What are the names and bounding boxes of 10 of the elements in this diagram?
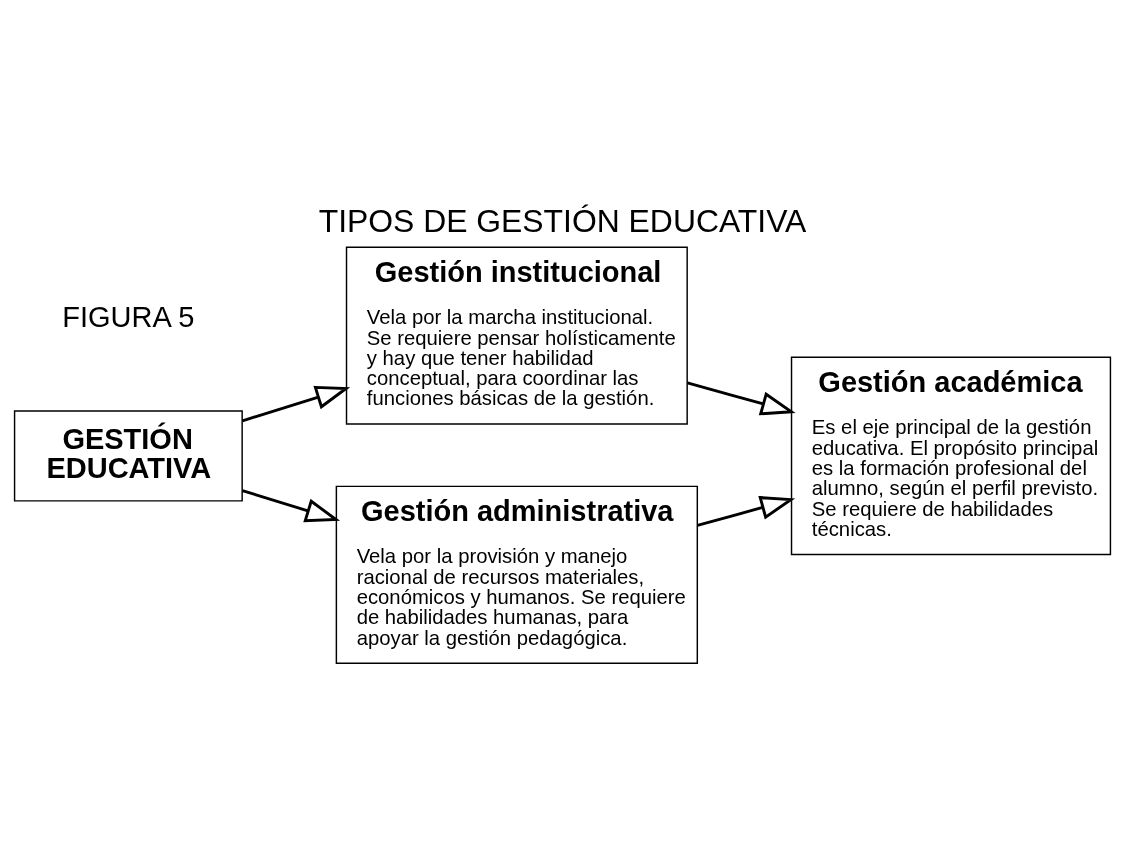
label: FIGURA 5 xyxy=(62,300,195,333)
arrow xyxy=(687,380,796,415)
arrow xyxy=(241,488,341,522)
arrow xyxy=(241,385,351,422)
node-box: Gestión institucional Vela por la marcha institucional. Se requiere pensar holísticamente y hay que tener habilidad conceptual, para coordinar las funciones básicas de la gestión. xyxy=(345,245,688,425)
node-box: GESTIÓN EDUCATIVA xyxy=(13,409,243,502)
arrow xyxy=(697,495,796,527)
node-box: Gestión administrativa Vela por la provisión y manejo racional de recursos materiales, económicos y humanos. Se requiere de habilidades humanas, para apoyar la gestión pedagógica. xyxy=(335,485,699,664)
diagram-title: TIPOS DE GESTIÓN EDUCATIVA xyxy=(318,202,807,239)
node-box: Gestión académica Es el eje principal de la gestión educativa. El propósito principal es la formación profesional del alumno, según el perfil previsto. Se requiere de habilidades técnicas. xyxy=(790,356,1112,555)
